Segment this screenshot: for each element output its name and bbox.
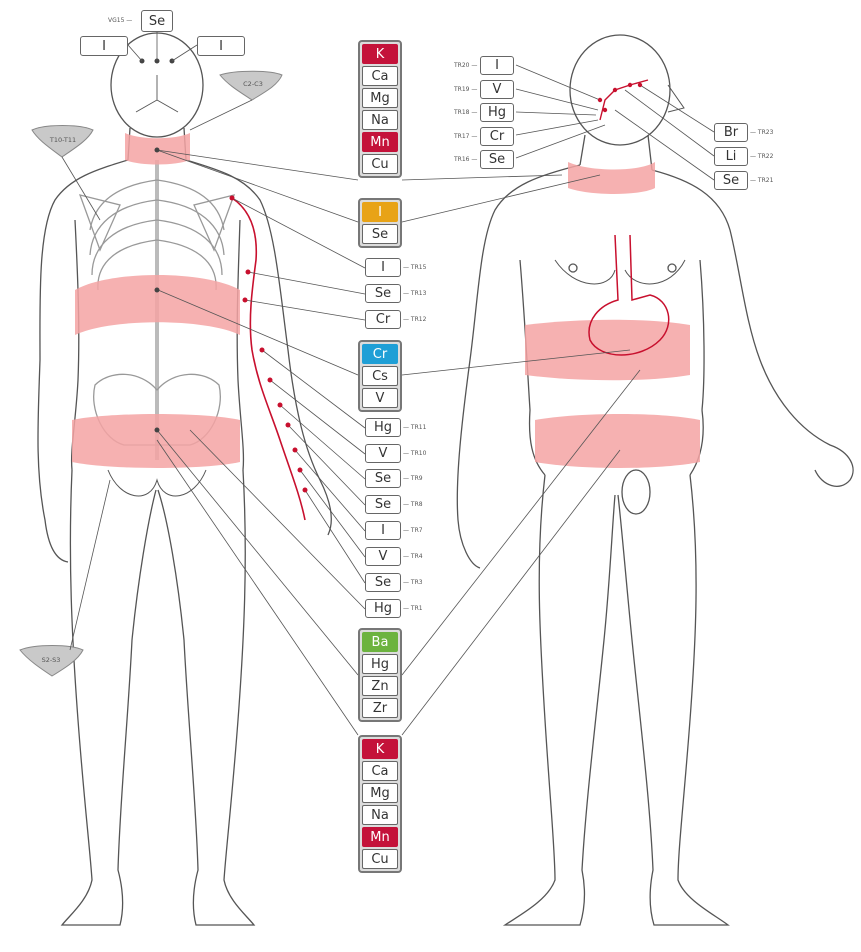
- vg15-tag: VG15: [108, 17, 132, 24]
- head-left-label: Cr: [480, 127, 514, 146]
- vg15-element: Se: [149, 15, 165, 28]
- head-right-label-tag: TR23: [750, 129, 773, 136]
- element-group-pelvis: K Ca Mg Na Mn Cu: [358, 735, 402, 873]
- top-left-label: I: [80, 36, 128, 56]
- group-item: Ca: [362, 761, 398, 781]
- group-item: Na: [362, 805, 398, 825]
- group-item: Cu: [362, 154, 398, 174]
- group-item: Hg: [362, 654, 398, 674]
- group-item: Ba: [362, 632, 398, 652]
- group-item: K: [362, 739, 398, 759]
- group-item: Zr: [362, 698, 398, 718]
- group-item: Cr: [362, 344, 398, 364]
- arm-point-label: Se: [365, 284, 401, 303]
- arm-point-label: Hg: [365, 599, 401, 618]
- head-left-label-tag: TR19: [454, 86, 477, 93]
- group-item: Mn: [362, 132, 398, 152]
- arm-point-label-tag: TR11: [403, 424, 426, 431]
- head-left-label: Se: [480, 150, 514, 169]
- group-item: Mg: [362, 783, 398, 803]
- vertebra-c2-c3-label: C2-C3: [228, 80, 278, 88]
- arm-point-label: V: [365, 547, 401, 566]
- vertebra-t10-t11-label: T10-T11: [38, 136, 88, 144]
- head-left-label: I: [480, 56, 514, 75]
- arm-point-label-tag: TR12: [403, 316, 426, 323]
- front-bands: [525, 162, 700, 468]
- head-left-label-tag: TR18: [454, 109, 477, 116]
- arm-point-label-tag: TR15: [403, 264, 426, 271]
- head-left-label-tag: TR20: [454, 62, 477, 69]
- arm-point-label-tag: TR8: [403, 501, 423, 508]
- front-figure: [457, 35, 853, 925]
- element-group-abdomen: Ba Hg Zn Zr: [358, 628, 402, 722]
- group-item: I: [362, 202, 398, 222]
- vertebra-s2-s3-label: S2-S3: [26, 656, 76, 664]
- arm-point-label: I: [365, 258, 401, 277]
- head-right-label: Br: [714, 123, 748, 142]
- arm-point-label-tag: TR9: [403, 475, 423, 482]
- group-item: Ca: [362, 66, 398, 86]
- group-item: V: [362, 388, 398, 408]
- head-right-label: Li: [714, 147, 748, 166]
- arm-point-label-tag: TR4: [403, 553, 423, 560]
- group-item: K: [362, 44, 398, 64]
- group-item: Zn: [362, 676, 398, 696]
- arm-point-label: Se: [365, 573, 401, 592]
- head-left-label: Hg: [480, 103, 514, 122]
- arm-point-label-tag: TR1: [403, 605, 423, 612]
- top-right-label: I: [197, 36, 245, 56]
- group-item: Na: [362, 110, 398, 130]
- arm-point-label: Hg: [365, 418, 401, 437]
- head-left-label: V: [480, 80, 514, 99]
- arm-point-label-tag: TR7: [403, 527, 423, 534]
- arm-point-label: Se: [365, 495, 401, 514]
- head-right-label-tag: TR21: [750, 177, 773, 184]
- head-left-label-tag: TR16: [454, 156, 477, 163]
- top-left-element: I: [102, 40, 106, 53]
- arm-point-label: V: [365, 444, 401, 463]
- head-left-label-tag: TR17: [454, 133, 477, 140]
- arm-point-label-tag: TR10: [403, 450, 426, 457]
- group-item: Mg: [362, 88, 398, 108]
- group-item: Mn: [362, 827, 398, 847]
- group-item: Cu: [362, 849, 398, 869]
- arm-point-label: I: [365, 521, 401, 540]
- arm-point-label: Cr: [365, 310, 401, 329]
- head-right-label-tag: TR22: [750, 153, 773, 160]
- arm-point-label-tag: TR3: [403, 579, 423, 586]
- vg15-label: Se: [141, 10, 173, 32]
- group-item: Se: [362, 224, 398, 244]
- element-group-stomach: Cr Cs V: [358, 340, 402, 412]
- element-group-thyroid: I Se: [358, 198, 402, 248]
- head-right-label: Se: [714, 171, 748, 190]
- top-right-element: I: [219, 40, 223, 53]
- back-figure: [38, 33, 331, 925]
- arm-point-label-tag: TR13: [403, 290, 426, 297]
- arm-point-label: Se: [365, 469, 401, 488]
- element-group-neck: K Ca Mg Na Mn Cu: [358, 40, 402, 178]
- group-item: Cs: [362, 366, 398, 386]
